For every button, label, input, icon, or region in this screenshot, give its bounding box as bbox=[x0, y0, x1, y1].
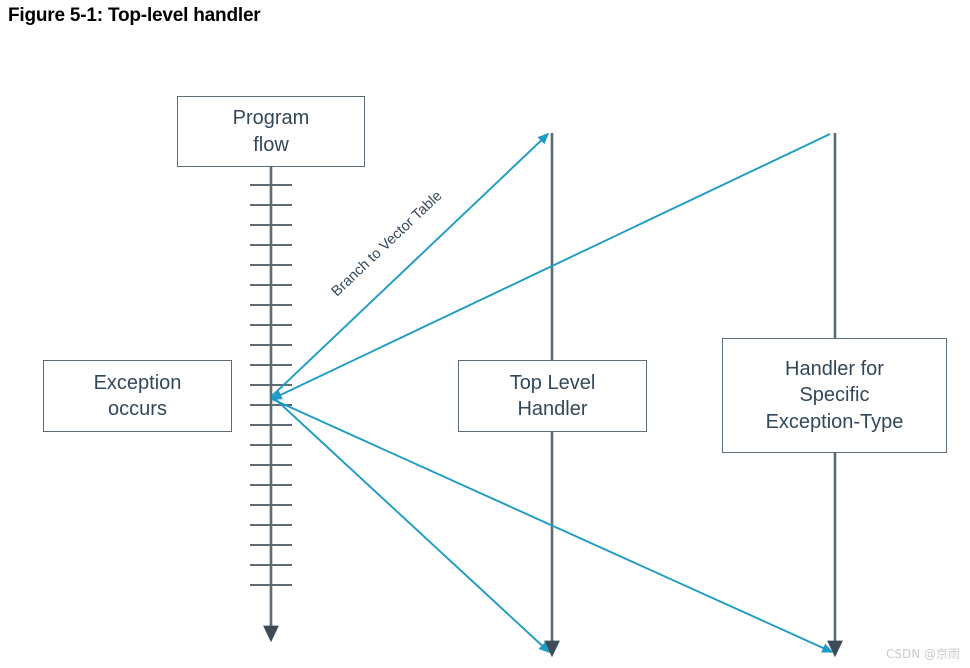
page-title: Figure 5-1: Top-level handler bbox=[8, 5, 261, 26]
node-exception-occurs-label: Exception occurs bbox=[93, 371, 182, 420]
watermark: CSDN @京雨 bbox=[885, 647, 960, 661]
node-top-level-handler[interactable]: Top Level Handler bbox=[458, 360, 647, 432]
node-program-flow[interactable]: Program flow bbox=[177, 96, 365, 167]
edge-specific-handler-dispatch[interactable] bbox=[270, 133, 831, 400]
edge-branch-to-vector-table[interactable] bbox=[271, 132, 550, 397]
node-top-level-handler-label: Top Level Handler bbox=[509, 371, 596, 420]
branch-edges-group bbox=[270, 132, 834, 654]
edge-specific-handler-returns[interactable] bbox=[271, 398, 834, 653]
node-program-flow-label: Program flow bbox=[232, 107, 310, 156]
edge-top-handler-returns[interactable] bbox=[271, 395, 551, 654]
node-exception-occurs[interactable]: Exception occurs bbox=[43, 360, 232, 432]
node-handler-specific-exception[interactable]: Handler for Specific Exception-Type bbox=[722, 338, 947, 453]
node-handler-specific-exception-label: Handler for Specific Exception-Type bbox=[765, 357, 904, 433]
